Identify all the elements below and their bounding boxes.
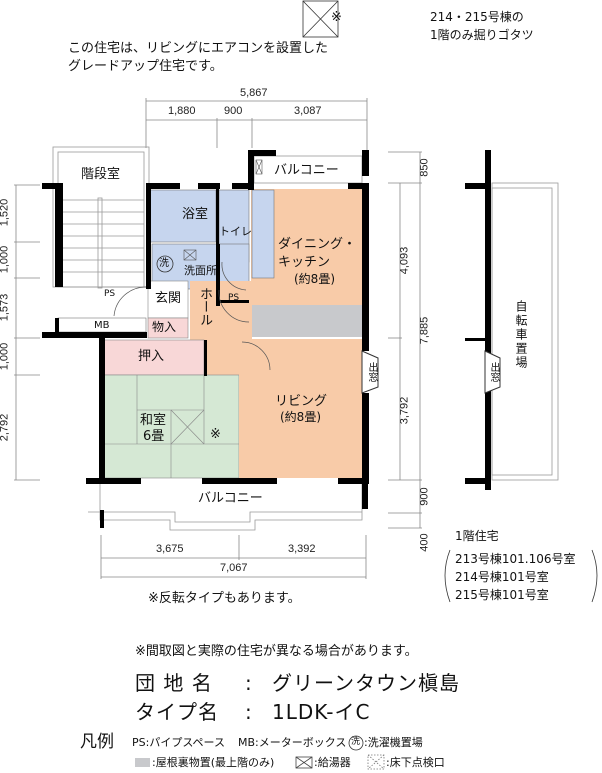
closet-label: 押入 bbox=[138, 349, 165, 364]
first-floor-title: 1階住宅 bbox=[455, 529, 499, 543]
washitsu-label-line2: 6畳 bbox=[143, 429, 165, 444]
bay-window-label: 出窓 bbox=[366, 362, 377, 382]
dim-left: 1,520 bbox=[0, 198, 11, 227]
living-label-line1: リビング bbox=[275, 394, 328, 409]
disclaimer: ※間取図と実際の住宅が異なる場合があります。 bbox=[135, 644, 418, 659]
mb-label: MB bbox=[94, 320, 110, 331]
washitsu-area bbox=[103, 374, 240, 479]
dim-bottom-part: 3,392 bbox=[288, 543, 316, 555]
type-separator: : bbox=[245, 700, 253, 724]
estate-label: 団 地 名 bbox=[135, 671, 213, 695]
dimension-lines bbox=[14, 98, 422, 579]
toilet-label: トイレ bbox=[219, 225, 252, 238]
legend-ps: PS:パイプスペース bbox=[132, 736, 226, 749]
water-heater-icon bbox=[183, 159, 263, 261]
legend-washer: :洗濯機置場 bbox=[364, 736, 423, 749]
walls bbox=[42, 150, 491, 528]
dim-bottom-total: 7,067 bbox=[220, 562, 248, 574]
attic-storage-strip bbox=[252, 305, 362, 337]
dim-right: 400 bbox=[418, 533, 431, 552]
bicycle-parking-label: 自転車置場 bbox=[514, 300, 528, 370]
kotatsu-note-line2: 1階のみ掘りゴタツ bbox=[430, 28, 534, 42]
legend-washer-icon-label: 洗 bbox=[351, 737, 361, 747]
living-area bbox=[239, 339, 362, 478]
legend-title: 凡例 bbox=[80, 732, 114, 752]
dim-top-part: 900 bbox=[224, 105, 243, 117]
entrance-label: 玄関 bbox=[155, 291, 182, 306]
dim-left: 2,792 bbox=[0, 413, 11, 442]
balcony-bottom-label: バルコニー bbox=[198, 491, 263, 506]
dim-top-part: 1,880 bbox=[168, 105, 196, 117]
storage-label: 物入 bbox=[152, 320, 177, 334]
dim-right: 4,093 bbox=[398, 246, 411, 275]
bay-window bbox=[361, 350, 501, 394]
dim-bottom-part: 3,675 bbox=[156, 543, 184, 555]
entrance-area bbox=[147, 280, 189, 319]
first-floor-unit: 213号棟101.106号室 bbox=[455, 552, 576, 566]
legend-mb: MB:メーターボックス bbox=[238, 736, 347, 749]
washroom-label: 洗面所 bbox=[184, 264, 217, 277]
legend-inspection: :床下点検口 bbox=[386, 756, 445, 769]
washitsu-label-line1: 和室 bbox=[140, 413, 167, 428]
first-floor-unit: 214号棟101号室 bbox=[455, 570, 549, 584]
dim-right: 7,885 bbox=[418, 316, 431, 345]
aircon-note-line2: グレードアップ住宅です。 bbox=[68, 59, 223, 74]
dk-label-line1: ダイニング・ bbox=[278, 237, 357, 252]
hall-label: ホール bbox=[197, 287, 212, 326]
kotatsu-symbol bbox=[302, 0, 339, 38]
type-name: 1LDK-イC bbox=[272, 700, 371, 724]
staircase bbox=[52, 146, 150, 289]
legend-inspection-icon bbox=[367, 754, 385, 770]
dk-label-line3: (約8畳) bbox=[294, 272, 335, 286]
stairs-label: 階段室 bbox=[81, 167, 121, 182]
estate-name: グリーンタウン槇島 bbox=[272, 671, 460, 695]
door-swings bbox=[113, 261, 271, 371]
bay-window-label-2: 出窓 bbox=[488, 362, 499, 382]
estate-separator: : bbox=[245, 671, 253, 695]
ps2-label: PS bbox=[228, 293, 240, 303]
kotatsu-mark: ※ bbox=[331, 10, 342, 25]
kitchen-counter bbox=[251, 189, 275, 279]
dim-right: 900 bbox=[418, 487, 431, 506]
dim-top-total: 5,867 bbox=[240, 87, 268, 99]
dim-left: 1,573 bbox=[0, 293, 11, 322]
balcony-top-label: バルコニー bbox=[274, 163, 339, 178]
legend-washer-icon bbox=[348, 735, 364, 751]
dim-right: 850 bbox=[418, 158, 431, 177]
first-floor-unit: 215号棟101号室 bbox=[455, 588, 549, 602]
dk-label-line2: キッチン bbox=[278, 255, 331, 270]
aircon-note-line1: この住宅は、リビングにエアコンを設置した bbox=[68, 41, 329, 56]
living-label-line2: (約8畳) bbox=[280, 410, 321, 424]
dim-right: 3,792 bbox=[398, 396, 411, 425]
legend-attic: :屋根裏物置(最上階のみ) bbox=[152, 756, 275, 769]
dim-top-part: 3,087 bbox=[294, 105, 322, 117]
washitsu-kotatsu-mark: ※ bbox=[210, 427, 221, 442]
bath-area bbox=[149, 189, 217, 243]
reverse-type-note: ※反転タイプもあります。 bbox=[148, 591, 301, 606]
washer-icon bbox=[156, 255, 174, 273]
dim-left: 1,000 bbox=[0, 342, 11, 371]
legend-attic-swatch bbox=[135, 758, 150, 767]
kotatsu-note-line1: 214・215号棟の bbox=[430, 10, 524, 24]
washer-label: 洗 bbox=[159, 258, 169, 269]
bath-label: 浴室 bbox=[182, 207, 209, 222]
unit-list-bracket bbox=[444, 549, 598, 603]
legend-heater-icon bbox=[295, 756, 313, 769]
legend-heater: :給湯器 bbox=[314, 756, 351, 769]
ps-label: PS bbox=[104, 289, 116, 299]
type-label: タイプ名 bbox=[135, 700, 219, 724]
storage-area bbox=[147, 317, 189, 339]
dim-left: 1,000 bbox=[0, 245, 11, 274]
